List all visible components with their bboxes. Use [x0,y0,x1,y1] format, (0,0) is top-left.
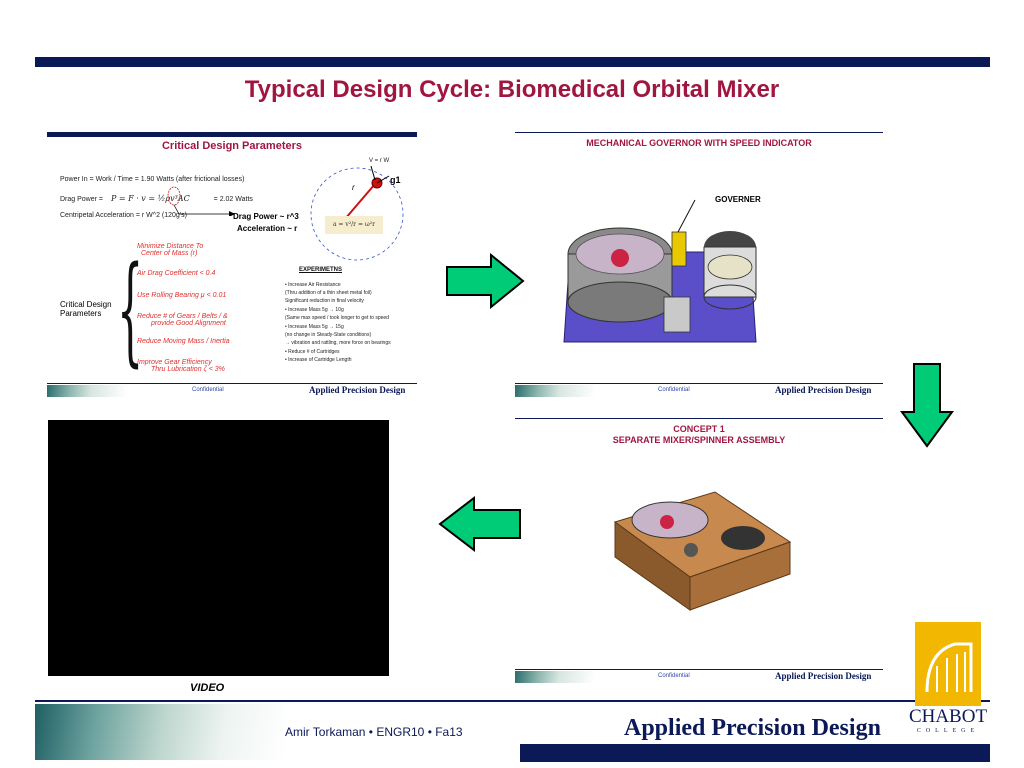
critical-design-side-label: Critical Design Parameters [60,300,112,318]
concept-subtitle: SEPARATE MIXER/SPINNER ASSEMBLY [612,435,786,445]
footer-author: Amir Torkaman • ENGR10 • Fa13 [285,725,463,739]
panel-title: MECHANICAL GOVERNOR WITH SPEED INDICATOR [586,138,812,148]
top-rule [35,57,990,67]
concept1-panel: CONCEPT 1 SEPARATE MIXER/SPINNER ASSEMBL… [515,418,883,683]
slide-title: Typical Design Cycle: Biomedical Orbital… [244,76,780,103]
footer-rule [35,700,990,702]
brand-label: Applied Precision Design [775,385,872,395]
drag-equation: P = F · v = ½ρv³AC [110,194,190,203]
arrow-right-icon [446,253,525,309]
param-item: Minimize Distance To [137,243,204,250]
chabot-logo: CHABOT COLLEGE [905,622,991,742]
experiment-item: (Same max speed / took longer to get to … [285,315,389,321]
panel-top-rule [47,132,417,137]
footer-bar [520,744,990,762]
panel-top-rule [515,132,883,133]
concept-model-image [613,491,792,611]
arrow-left-icon [438,496,521,552]
experiments-title: EXPERIMETNS [299,267,343,273]
orbit-diagram [310,165,404,261]
arrow-down-icon [900,363,954,448]
confidential-label: Confidential [658,387,690,393]
experiment-item: • Increase Mass 5g → 10g [285,307,344,313]
panel-footer: Confidential Applied Precision Design [47,383,417,397]
brand-label: Applied Precision Design [775,671,872,681]
param-item: Improve Gear Efficiency [137,359,212,366]
velocity-label: V = r W [369,158,390,164]
experiment-item: (Thru addition of a thin sheet metal foi… [285,290,372,296]
param-item: Center of Mass (r) [141,250,198,257]
experiment-item: (no change in Steady-State conditions) [285,332,372,338]
confidential-label: Confidential [192,387,224,393]
governor-panel: MECHANICAL GOVERNOR WITH SPEED INDICATOR… [515,132,883,397]
power-in-text: Power In = Work / Time = 1.90 Watts (aft… [60,176,245,183]
brand-label: Applied Precision Design [309,385,406,395]
logo-sub: COLLEGE [916,728,980,734]
param-item: Use Rolling Bearing μ < 0.01 [137,292,227,299]
drag-power-prefix: Drag Power = [60,196,103,203]
footer-art-image [47,385,127,397]
footer-brand: Applied Precision Design [624,715,881,741]
governor-model-image [563,199,757,343]
brace-icon: { [117,240,144,378]
confidential-label: Confidential [658,673,690,679]
governor-label: GOVERNER [715,195,761,204]
orbit-circle [310,167,404,261]
centripetal-text: Centripetal Acceleration = r W^2 (120g's… [60,212,187,219]
drag-power-text: Drag Power = P = F · v = ½ρv³AC = 2.02 W… [60,194,253,203]
experiment-item: Significant reduction in final velocity [285,298,364,304]
footer-art-image [515,385,595,397]
g-arrow [376,175,390,184]
critical-design-parameters-panel: Critical Design Parameters Power In = Wo… [47,132,417,397]
logo-emblem-icon [915,622,981,706]
param-item: Air Drag Coefficient < 0.4 [137,270,216,277]
param-item: Reduce # of Gears / Belts / & [137,313,228,320]
v-arrow [370,165,376,181]
drag-power-value: = 2.02 Watts [213,196,253,203]
accel-relation-label: Acceleration ~ r [237,224,298,233]
centripetal-formula: a = v²/r = ω²r [325,216,383,234]
footer-art-image [35,704,285,760]
footer-art-image [515,671,595,683]
drag-callout-arrow [167,186,235,216]
logo-name: CHABOT [908,706,988,727]
g1-label: g1 [390,175,401,185]
experiment-item: • Increase Mass 5g → 15g [285,324,344,330]
param-item: Thru Lubrication ζ < 3% [151,366,225,373]
radius-label: r [352,183,355,192]
experiment-item: • Reduce # of Cartridges [285,349,340,355]
drag-relation-label: Drag Power ~ r^3 [233,212,299,221]
panel-footer: Confidential Applied Precision Design [515,383,883,397]
experiment-item: • Increase of Cartridge Length [285,357,352,363]
experiment-item: • Increase Air Resistance [285,282,341,288]
experiment-item: → vibration and rattling, more force on … [285,340,391,346]
panel-top-rule [515,418,883,419]
concept-title: CONCEPT 1 [673,424,725,434]
panel-footer: Confidential Applied Precision Design [515,669,883,683]
panel-title: CONCEPT 1 SEPARATE MIXER/SPINNER ASSEMBL… [515,424,883,446]
video-label: VIDEO [190,682,225,694]
param-item: provide Good Alignment [151,320,226,327]
param-item: Reduce Moving Mass / Inertia [137,338,230,345]
video-player[interactable] [48,420,389,676]
panel-title: Critical Design Parameters [161,140,302,152]
